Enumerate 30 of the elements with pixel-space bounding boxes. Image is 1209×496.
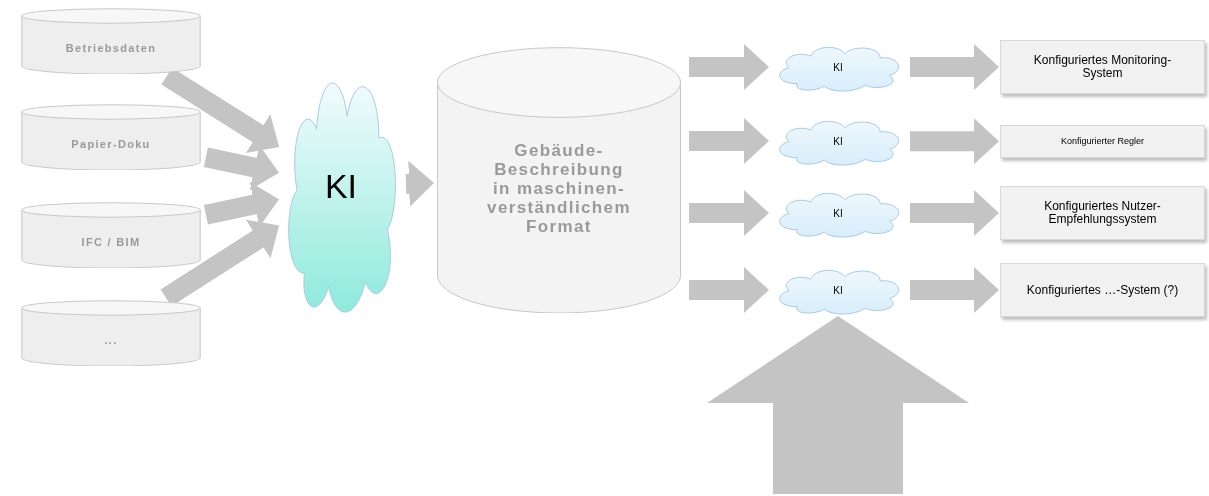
arrow: [910, 190, 999, 236]
node-label: Konfiguriertes Nutzer- Empfehlungssystem: [1043, 200, 1162, 226]
result-box: [1000, 263, 1205, 317]
node-label: KI: [833, 60, 843, 75]
arrow: [203, 181, 279, 227]
result-box: [1000, 125, 1205, 158]
arrow: [910, 44, 999, 90]
node-label: ...: [104, 333, 118, 348]
node-label: Konfiguriertes Monitoring- System: [1032, 54, 1173, 80]
arrow: [689, 44, 769, 90]
arrow: [910, 118, 999, 165]
block-arrow: [707, 316, 969, 494]
result-box: [1000, 186, 1205, 240]
arrow: [405, 160, 434, 207]
node-label: Konfigurierter Regler: [1059, 134, 1145, 148]
node-label: KI: [324, 165, 358, 207]
node-label: Papier-Doku: [71, 137, 151, 152]
node-label: KI: [833, 134, 843, 149]
arrow: [203, 145, 279, 191]
node-label: KI: [833, 283, 843, 298]
arrow: [910, 267, 999, 313]
node-label: Gebäude- Beschreibung in maschinen- verständlichem Format: [486, 141, 632, 237]
node-label: Betriebsdaten: [65, 41, 157, 56]
arrow: [689, 267, 769, 313]
arrow: [689, 190, 769, 236]
arrow: [689, 118, 769, 164]
node-label: Konfiguriertes …-System (?): [1025, 283, 1180, 297]
node-label: IFC / BIM: [81, 235, 141, 250]
result-box: [1000, 40, 1205, 94]
node-label: KI: [833, 206, 843, 221]
